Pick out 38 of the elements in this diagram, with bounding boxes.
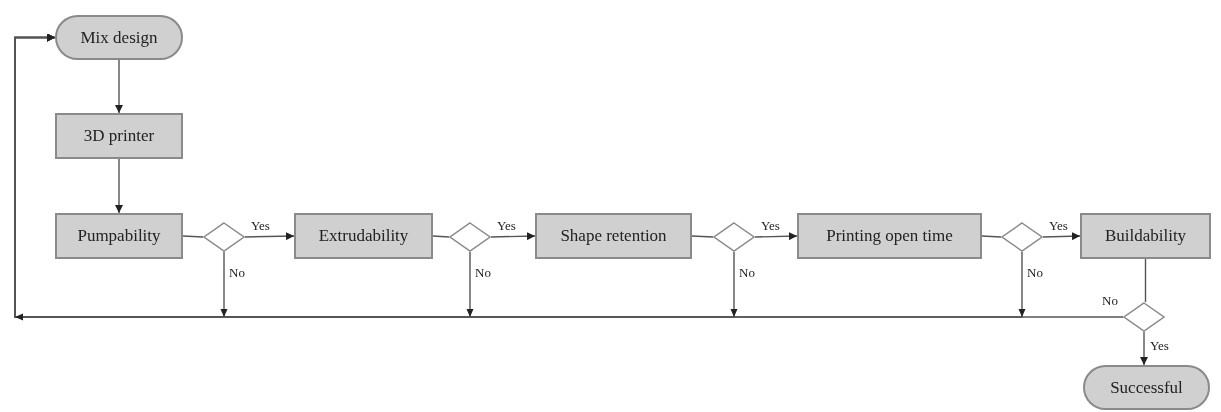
edge-label: Yes bbox=[1048, 219, 1069, 233]
node-label: Mix design bbox=[80, 27, 158, 48]
process-box bbox=[294, 213, 433, 259]
connector-arrow bbox=[244, 232, 295, 241]
edge-label: Yes bbox=[496, 219, 517, 233]
edge-label: No bbox=[474, 266, 492, 280]
edge-label: Yes bbox=[250, 219, 271, 233]
terminal-node bbox=[1083, 365, 1210, 410]
edge-label: Yes bbox=[760, 219, 781, 233]
node-label: Successful bbox=[1110, 377, 1183, 398]
node-label: Shape retention bbox=[560, 226, 667, 246]
process-box bbox=[55, 213, 183, 259]
node-label: Pumpability bbox=[77, 226, 161, 246]
process-box bbox=[55, 113, 183, 159]
connector-arrow bbox=[115, 158, 123, 214]
edge-label: No bbox=[738, 266, 756, 280]
node-label: 3D printer bbox=[83, 126, 155, 146]
process-box bbox=[797, 213, 982, 259]
edge-label: Yes bbox=[1149, 339, 1170, 353]
edge-label: No bbox=[228, 266, 246, 280]
connector-arrow bbox=[1140, 331, 1148, 366]
decision-diamond bbox=[1123, 302, 1165, 332]
connector-arrow bbox=[754, 232, 798, 241]
decision-diamond bbox=[203, 222, 245, 252]
connector-arrow bbox=[490, 232, 536, 241]
process-box bbox=[535, 213, 692, 259]
edge-label: No bbox=[1026, 266, 1044, 280]
decision-diamond bbox=[449, 222, 491, 252]
node-label: Extrudability bbox=[318, 226, 409, 246]
node-label: Buildability bbox=[1104, 226, 1187, 246]
decision-diamond bbox=[1001, 222, 1043, 252]
terminal-node bbox=[55, 15, 183, 60]
connector-arrow bbox=[115, 59, 123, 114]
decision-diamond bbox=[713, 222, 755, 252]
node-label: Printing open time bbox=[826, 226, 953, 246]
edge-label: No bbox=[1101, 294, 1119, 308]
process-box bbox=[1080, 213, 1211, 259]
connector-arrow bbox=[1042, 232, 1081, 241]
